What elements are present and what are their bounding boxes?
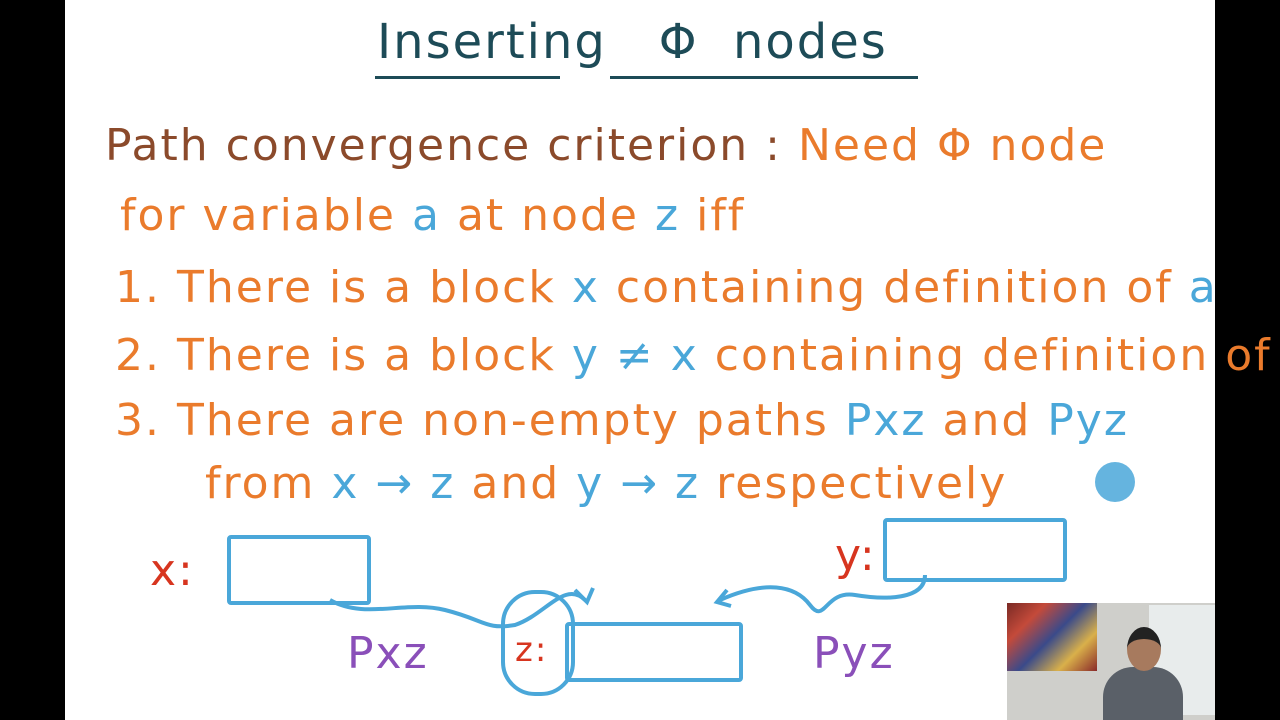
path-y-to-z-arrow xyxy=(719,574,927,614)
item-number: 3. xyxy=(115,395,161,446)
text: from xyxy=(205,458,316,509)
item-text: containing definition of xyxy=(615,262,1173,313)
item-text: There is a block xyxy=(176,262,556,313)
block-x xyxy=(227,535,371,605)
title-prefix: Inserting xyxy=(377,14,607,70)
item-var: Pxz xyxy=(844,395,927,446)
background-tv xyxy=(1007,603,1097,671)
text: at node xyxy=(456,190,639,241)
block-z-label: z: xyxy=(515,630,549,670)
presenter-torso xyxy=(1103,667,1183,720)
item-text: and xyxy=(942,395,1032,446)
item-number: 2. xyxy=(115,330,161,381)
item-var: y ≠ x xyxy=(571,330,699,381)
item-1: 1. There is a block x containing definit… xyxy=(115,262,1218,313)
arrowhead xyxy=(713,588,732,608)
criterion-label: Path convergence criterion : xyxy=(105,120,782,171)
title-underline xyxy=(610,76,918,79)
item-var: Pyz xyxy=(1047,395,1129,446)
path-arrows xyxy=(329,574,927,629)
item-3: 3. There are non-empty paths Pxz and Pyz xyxy=(115,395,1129,446)
path-y-z: y → z xyxy=(576,458,701,509)
presenter xyxy=(1095,627,1183,720)
path-label-pyz: Pyz xyxy=(813,628,895,679)
text: for variable xyxy=(120,190,396,241)
criterion-line-1: Path convergence criterion : Need Φ node xyxy=(105,120,1107,171)
criterion-line-2: for variable a at node z iff xyxy=(120,190,745,241)
block-y-label: y: xyxy=(835,530,877,581)
item-2: 2. There is a block y ≠ x containing def… xyxy=(115,330,1280,381)
title-phi: Φ xyxy=(658,14,699,70)
block-x-label: x: xyxy=(150,545,195,596)
item-text: There are non-empty paths xyxy=(176,395,829,446)
item-3-continued: from x → z and y → z respectively xyxy=(205,458,1007,509)
block-y xyxy=(883,518,1067,582)
var-z: z xyxy=(654,190,681,241)
slide-canvas: Inserting Φ nodes Path convergence crite… xyxy=(65,0,1270,720)
item-var: x xyxy=(571,262,600,313)
presenter-head xyxy=(1127,627,1161,671)
text: respectively xyxy=(716,458,1008,509)
presenter-webcam xyxy=(1007,603,1215,720)
title: Inserting Φ nodes xyxy=(377,14,888,70)
title-underline xyxy=(375,76,560,79)
item-text: containing definition of xyxy=(714,330,1272,381)
arrowhead xyxy=(573,587,595,606)
item-number: 1. xyxy=(115,262,161,313)
title-suffix: nodes xyxy=(732,14,888,70)
criterion-text: Need Φ node xyxy=(797,120,1108,171)
pointer-cursor-icon xyxy=(1095,462,1135,502)
item-text: There is a block xyxy=(176,330,556,381)
path-x-z: x → z xyxy=(331,458,456,509)
path-x-to-z-arrow xyxy=(329,592,587,629)
text: and xyxy=(471,458,561,509)
var-a: a xyxy=(412,190,441,241)
z-highlight-circle xyxy=(501,590,575,696)
path-label-pxz: Pxz xyxy=(347,628,429,679)
item-var: a xyxy=(1188,262,1218,313)
block-z xyxy=(565,622,743,682)
text: iff xyxy=(696,190,746,241)
